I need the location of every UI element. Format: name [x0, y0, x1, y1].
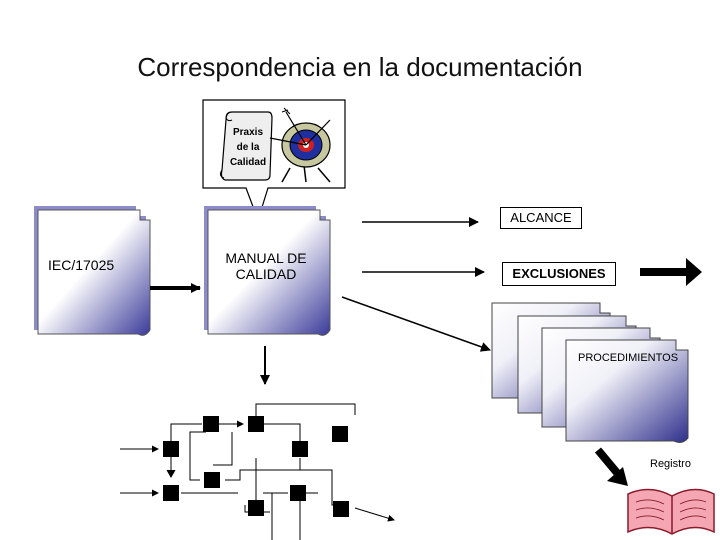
procedures-label: PROCEDIMIENTOS [578, 352, 679, 364]
scope-label: ALCANCE [500, 207, 582, 229]
doc-standard-label: IEC/17025 [48, 257, 115, 273]
arrow-manual-to-procedures [341, 296, 491, 352]
flow-node [248, 416, 264, 432]
scroll-text-line-2: de la [237, 142, 260, 153]
target-with-arrows-icon [269, 107, 331, 183]
arrow-procedures-to-records-head [607, 467, 628, 486]
flow-node [248, 500, 264, 516]
slide-title: Correspondencia en la documentación [137, 52, 583, 82]
records-book-icon [627, 488, 715, 535]
flow-node [163, 485, 179, 501]
doc-standard [34, 206, 151, 336]
flow-node [204, 472, 220, 488]
flowchart-lines [120, 403, 395, 540]
doc-manual [204, 206, 331, 336]
flow-node [163, 441, 179, 457]
records-label: Registro [650, 458, 691, 470]
doc-manual-label: MANUAL DE CALIDAD [225, 250, 307, 282]
scroll-text-line-3: Calidad [230, 157, 266, 168]
flow-node [203, 416, 219, 432]
flowchart-nodes [163, 416, 349, 517]
arrow-procedures-to-records [594, 447, 622, 477]
exclusions-label: EXCLUSIONES [502, 262, 616, 286]
scroll-text-line-1: Praxis [233, 127, 263, 138]
scroll-icon [219, 111, 273, 181]
flow-node [332, 426, 348, 442]
flow-node [292, 441, 308, 457]
arrow-exclusions-right-head [686, 258, 702, 286]
procedures-stack [491, 302, 689, 443]
flow-node [290, 485, 306, 501]
flow-node [333, 501, 349, 517]
